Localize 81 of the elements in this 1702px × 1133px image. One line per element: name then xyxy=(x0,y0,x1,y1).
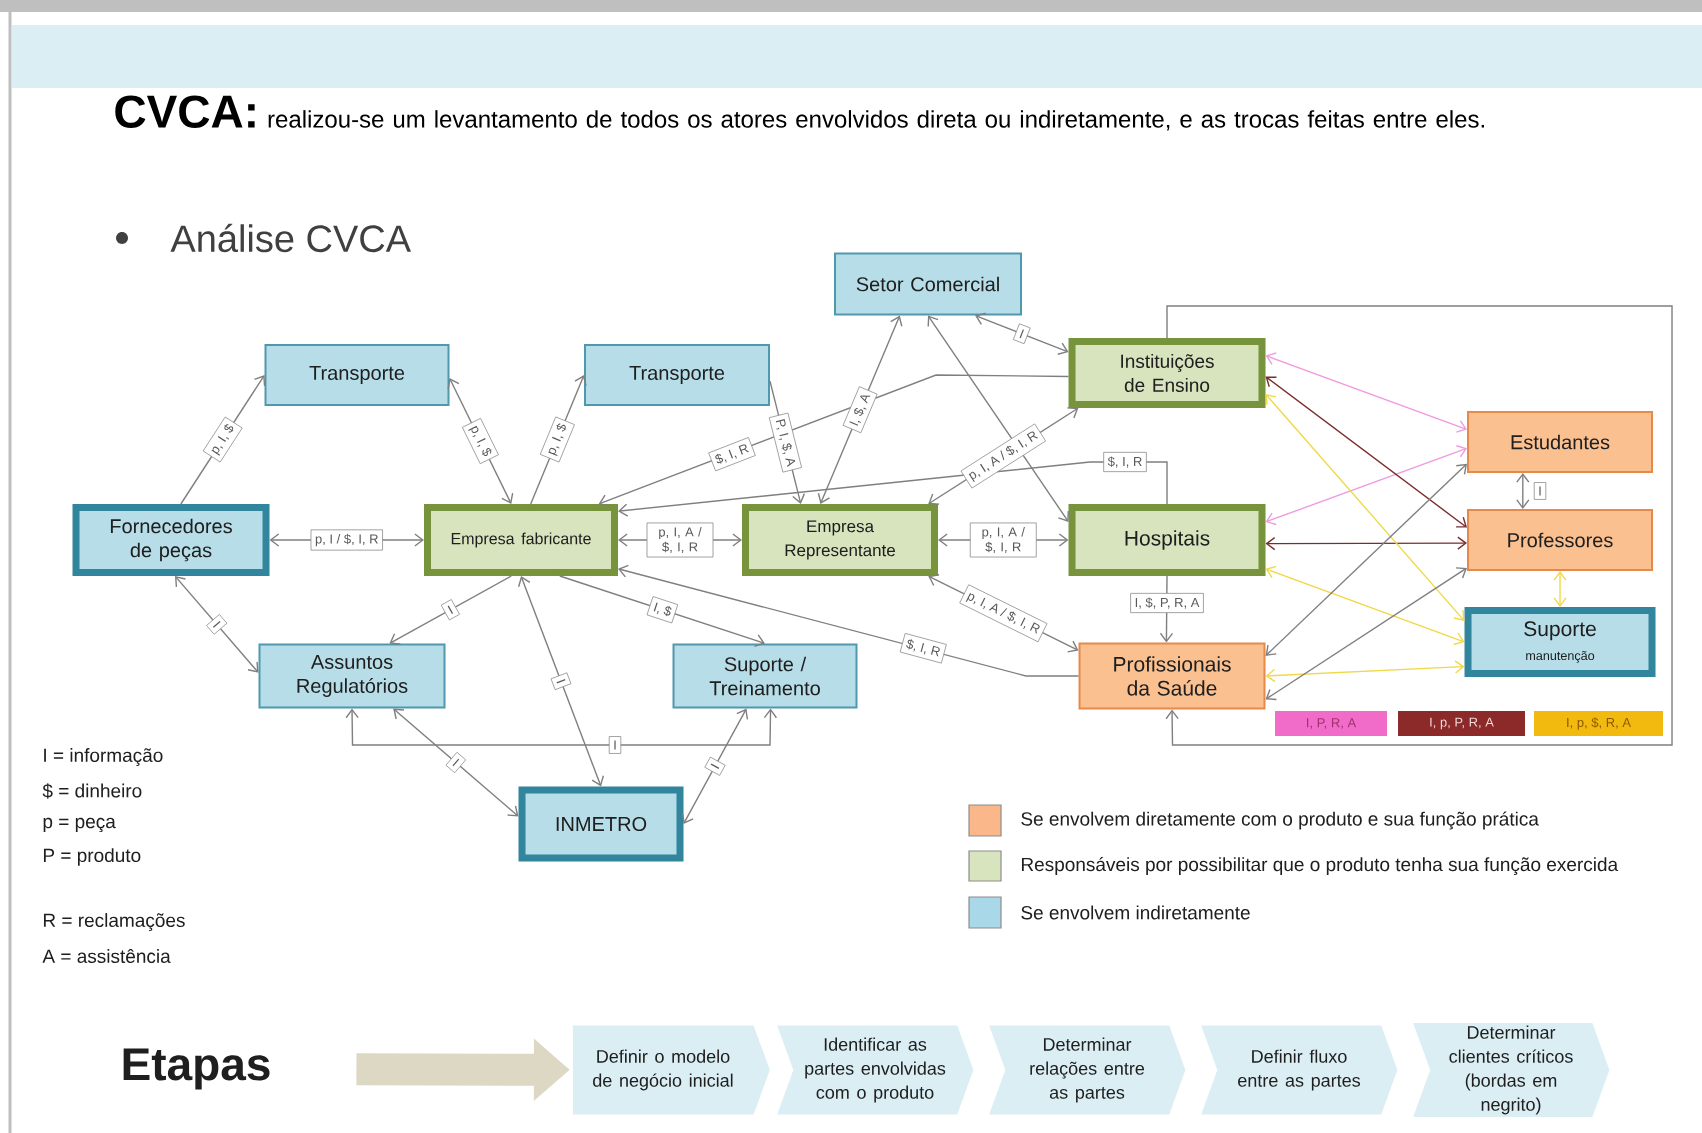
subheading: Análise CVCA xyxy=(170,223,411,253)
arrow xyxy=(517,576,605,787)
key-text: $ = dinheiro xyxy=(42,783,142,799)
legend-text: Se envolvem diretamente com o produto e sua função prática xyxy=(1021,811,1539,830)
arrow xyxy=(927,315,1069,522)
arrow xyxy=(1265,660,1465,683)
actor-box: Transporte xyxy=(584,344,770,406)
actor-box: Transporte xyxy=(264,344,450,406)
key-text: R = reclamações xyxy=(44,913,185,931)
arrow xyxy=(1553,571,1567,607)
key-text: I = informação xyxy=(44,748,163,766)
edge-label: I xyxy=(206,614,228,635)
actor-box: Suporte manutenção xyxy=(1464,607,1656,677)
edge-label: p, I, A / $, I, R xyxy=(959,584,1048,643)
arrow xyxy=(1265,352,1467,433)
actor-box: Estudantes xyxy=(1467,411,1653,473)
actor-box: INMETRO xyxy=(518,786,684,862)
process-step: Definir fluxo entre as partes xyxy=(1196,1022,1401,1118)
arrow xyxy=(1516,473,1530,509)
edge-label: p, I, A / $, I, R xyxy=(646,522,714,558)
edge-label: I xyxy=(550,672,572,691)
edge-label: I xyxy=(704,756,726,776)
edge-label: I, $ xyxy=(646,596,679,624)
arrow xyxy=(1265,394,1465,621)
edge-label: p, I, $ xyxy=(461,418,499,465)
key-text: p = peça xyxy=(43,817,116,833)
edge-label: p, I / $, I, R xyxy=(310,529,383,551)
edge-label: I xyxy=(1533,482,1547,500)
process-step: Determinar clientes críticos (bordas em negrito) xyxy=(1408,1020,1613,1120)
edge-label: p, I, A / $, I, R xyxy=(969,522,1037,558)
legend-text: Se envolvem indiretamente xyxy=(1021,905,1250,920)
actor-box: Fornecedores de peças xyxy=(72,504,270,576)
arrow xyxy=(1265,536,1467,551)
arrow xyxy=(393,708,519,817)
process-step: Determinar relações entre as partes xyxy=(984,1022,1189,1118)
legend-text: Responsáveis por possibilitar que o produto tenha sua função exercida xyxy=(1022,857,1619,875)
arrow xyxy=(345,708,778,746)
arrow xyxy=(1265,376,1467,528)
edge-label: I xyxy=(1012,323,1031,345)
actor-box: Instituições de Ensino xyxy=(1068,338,1266,408)
edge-label: p, I, $ xyxy=(539,416,575,463)
legend-text: I, P, R, A xyxy=(1307,718,1357,729)
process-step: Definir o modelo de negócio inicial xyxy=(569,1022,773,1118)
edge-label: I xyxy=(445,751,467,774)
actor-box: Assuntos Regulatórios xyxy=(258,643,446,709)
arrow xyxy=(618,564,1080,677)
arrow xyxy=(559,575,765,648)
edge-label: $, I, R xyxy=(708,437,756,472)
arrow xyxy=(1265,463,1467,656)
legend-text: I, p, P, R, A xyxy=(1430,717,1494,730)
edge-label: P, I, $, A xyxy=(768,412,802,473)
edge-label: $, I, R xyxy=(1103,451,1147,473)
arrow xyxy=(681,708,749,824)
key-text: P = produto xyxy=(44,848,141,866)
process-step: Identificar as partes envolvidas com o produto xyxy=(772,1022,977,1118)
actor-box: Empresa fabricante xyxy=(424,504,618,576)
intro-text: realizou-se um levantamento de todos os atores envolvidos direta ou indiretamente, e as trocas feitas entre eles. xyxy=(268,110,1484,131)
edge-label: I, $, A xyxy=(842,386,878,434)
arrow xyxy=(975,312,1069,355)
edge-label: I xyxy=(608,736,622,754)
heading: CVCA: xyxy=(115,95,255,128)
actor-box: Profissionais da Saúde xyxy=(1078,642,1266,710)
actor-box: Setor Comercial xyxy=(834,252,1022,316)
actor-box: Suporte / Treinamento xyxy=(672,643,858,709)
legend-text: I, p, $, R, A xyxy=(1567,717,1631,730)
key-text: A = assistência xyxy=(42,949,171,963)
arrow xyxy=(389,575,512,645)
section-heading: Etapas xyxy=(123,1048,270,1090)
actor-box: Empresa Representante xyxy=(742,504,938,576)
arrow xyxy=(1265,565,1465,646)
edge-label: p, I, $ xyxy=(202,416,243,463)
actor-box: Professores xyxy=(1467,509,1653,571)
edge-label: I, $, P, R, A xyxy=(1130,592,1204,614)
edge-label: I xyxy=(440,599,460,621)
actor-box: Hospitais xyxy=(1068,504,1266,576)
edge-label: $, I, R xyxy=(899,632,947,664)
arrow xyxy=(1265,567,1467,701)
arrow xyxy=(1165,305,1673,746)
edge-label: p, I, A / $, I, R xyxy=(960,423,1046,489)
arrow xyxy=(174,576,259,673)
arrow xyxy=(1265,445,1467,526)
